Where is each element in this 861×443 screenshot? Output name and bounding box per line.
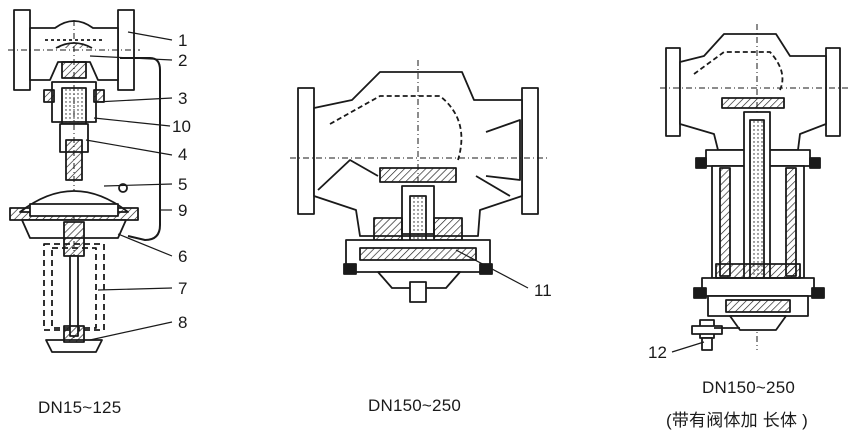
- caption-left: DN15~125: [38, 398, 122, 417]
- part-number-10: 10: [172, 117, 191, 136]
- left-valve-drawing: [8, 9, 161, 353]
- left-part-numbers: 1 2 3 10 4 5 9 6 7 8: [172, 31, 191, 332]
- part-number-1: 1: [178, 31, 187, 50]
- part-number-3: 3: [178, 89, 187, 108]
- right-leaders: [671, 341, 705, 353]
- part-number-8: 8: [178, 313, 187, 332]
- part-number-9: 9: [178, 201, 187, 220]
- part-number-12: 12: [648, 343, 667, 362]
- part-number-6: 6: [178, 247, 187, 266]
- middle-leaders: [455, 249, 529, 289]
- part-number-11: 11: [534, 281, 552, 300]
- part-number-2: 2: [178, 51, 187, 70]
- right-valve-drawing: [660, 24, 850, 351]
- left-leaders: [85, 31, 173, 341]
- caption-right-line1: DN150~250: [702, 378, 796, 397]
- part-number-4: 4: [178, 145, 187, 164]
- caption-middle: DN150~250: [368, 396, 462, 415]
- part-number-7: 7: [178, 279, 187, 298]
- caption-right-line2: (带有阀体加 长体 ): [666, 411, 808, 430]
- middle-valve-drawing: [290, 60, 550, 303]
- part-number-5: 5: [178, 175, 187, 194]
